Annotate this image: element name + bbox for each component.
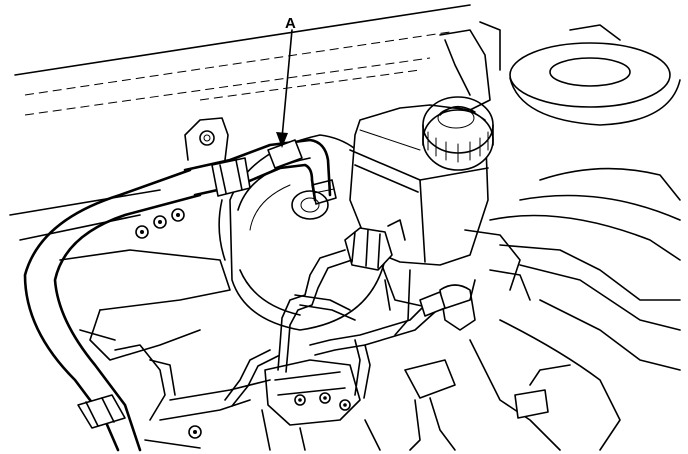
callout-a-label: A xyxy=(285,15,296,32)
hose-bracket xyxy=(184,117,251,197)
callout-a: A xyxy=(276,15,296,148)
engine-bay-right xyxy=(439,21,681,451)
left-hose xyxy=(23,168,202,452)
brake-lines xyxy=(224,249,446,407)
cowl-bolts xyxy=(135,208,185,239)
abs-unit xyxy=(261,359,381,451)
lower-frame xyxy=(59,249,271,449)
reservoir-cap-icon xyxy=(422,96,494,171)
right-components xyxy=(404,229,571,451)
vacuum-hose xyxy=(183,138,337,205)
hood-panel xyxy=(9,4,471,241)
